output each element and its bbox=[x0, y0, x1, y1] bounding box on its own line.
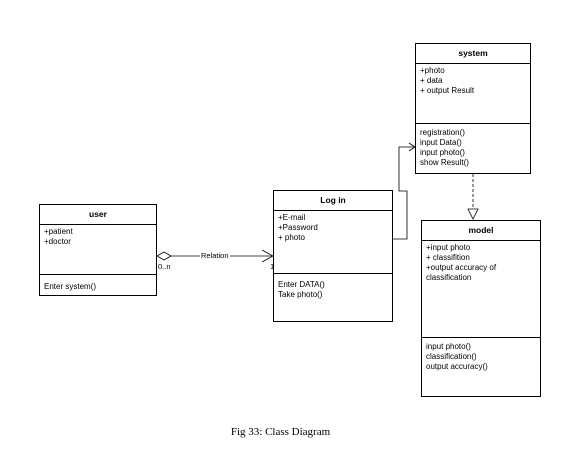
operation: Take photo() bbox=[278, 290, 323, 299]
operation: registration() bbox=[420, 128, 465, 137]
class-user: user +patient +doctor Enter system() bbox=[39, 204, 157, 296]
operation: show Result() bbox=[420, 158, 469, 167]
aggregation-diamond bbox=[156, 251, 172, 261]
attribute: + classifition bbox=[426, 253, 470, 262]
target-multiplicity: 1 bbox=[270, 262, 275, 271]
class-user-name: user bbox=[40, 205, 156, 225]
operation: input Data() bbox=[420, 138, 462, 147]
operation: output accuracy() bbox=[426, 362, 488, 371]
attribute: +doctor bbox=[44, 237, 71, 246]
class-model-operations: input photo() classification() output ac… bbox=[422, 338, 540, 374]
operation: input photo() bbox=[426, 342, 471, 351]
attribute: +Password bbox=[278, 223, 318, 232]
class-model: model +input photo + classifition +outpu… bbox=[421, 220, 541, 397]
class-user-attributes: +patient +doctor bbox=[40, 225, 156, 275]
class-login-name: Log in bbox=[274, 191, 392, 211]
attribute: + photo bbox=[278, 233, 305, 242]
class-model-name: model bbox=[422, 221, 540, 241]
attribute: +output accuracy of classification bbox=[426, 263, 497, 282]
attribute: +E-mail bbox=[278, 213, 306, 222]
operation: Enter system() bbox=[44, 282, 97, 291]
source-multiplicity: 0..n bbox=[158, 262, 171, 271]
attribute: + data bbox=[420, 76, 443, 85]
attribute: +input photo bbox=[426, 243, 471, 252]
class-system-attributes: +photo + data + output Result bbox=[416, 64, 530, 124]
attribute: +patient bbox=[44, 227, 73, 236]
figure-caption: Fig 33: Class Diagram bbox=[230, 426, 331, 438]
realization-triangle bbox=[467, 208, 479, 220]
login-system-connector bbox=[393, 146, 415, 240]
class-system-name: system bbox=[416, 44, 530, 64]
operation: Enter DATA() bbox=[278, 280, 325, 289]
operation: input photo() bbox=[420, 148, 465, 157]
attribute: + output Result bbox=[420, 86, 475, 95]
class-system: system +photo + data + output Result reg… bbox=[415, 43, 531, 174]
class-model-attributes: +input photo + classifition +output accu… bbox=[422, 241, 540, 338]
class-login: Log in +E-mail +Password + photo Enter D… bbox=[273, 190, 393, 322]
class-system-operations: registration() input Data() input photo(… bbox=[416, 124, 530, 170]
relation-label: Relation bbox=[200, 251, 230, 260]
class-login-operations: Enter DATA() Take photo() bbox=[274, 274, 392, 302]
class-login-attributes: +E-mail +Password + photo bbox=[274, 211, 392, 274]
operation: classification() bbox=[426, 352, 477, 361]
attribute: +photo bbox=[420, 66, 445, 75]
class-user-operations: Enter system() bbox=[40, 275, 156, 294]
